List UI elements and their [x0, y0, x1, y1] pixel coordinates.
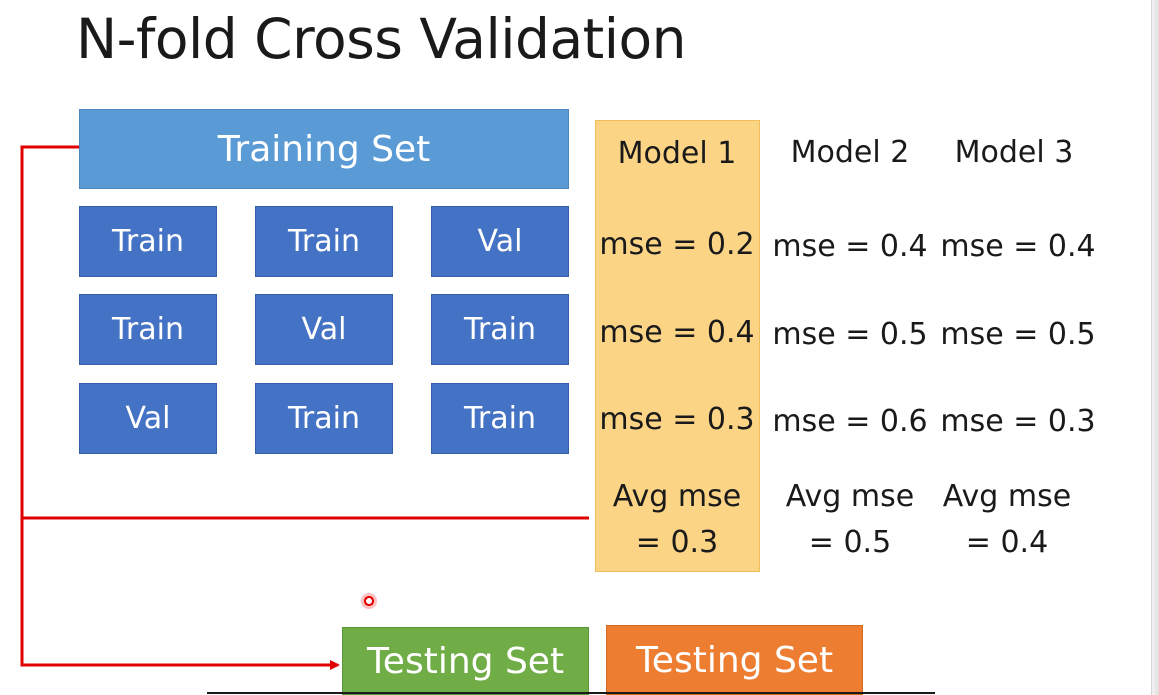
model-2-header: Model 2	[790, 135, 910, 170]
model-3-header: Model 3	[954, 135, 1074, 170]
testing-set-box-green: Testing Set	[342, 627, 589, 695]
slide-title: N-fold Cross Validation	[76, 7, 687, 71]
fold-2-part-1: Train	[79, 294, 217, 365]
fold-3-part-2: Train	[255, 383, 393, 454]
model-3-mse-fold-3: mse = 0.3	[940, 404, 1096, 439]
model-3-avg-mse-value: = 0.4	[965, 525, 1049, 560]
fold-1-part-2: Train	[255, 206, 393, 277]
model-3-avg-mse-label: Avg mse	[942, 479, 1072, 514]
model-1-header: Model 1	[617, 136, 737, 171]
window-edge	[1151, 0, 1159, 695]
model-1-avg-mse-label: Avg mse	[612, 479, 742, 514]
model-2-mse-fold-2: mse = 0.5	[772, 317, 928, 352]
model-2-avg-mse-label: Avg mse	[785, 479, 915, 514]
fold-1-part-3: Val	[431, 206, 569, 277]
laser-pointer-icon	[361, 593, 377, 609]
fold-2-part-3: Train	[431, 294, 569, 365]
connector-training-to-testing	[20, 145, 340, 670]
fold-1-part-1: Train	[79, 206, 217, 277]
testing-set-box-orange: Testing Set	[606, 625, 863, 695]
model-3-mse-fold-2: mse = 0.5	[940, 317, 1096, 352]
model-1-mse-fold-3: mse = 0.3	[599, 402, 755, 437]
model-1-avg-mse-value: = 0.3	[635, 525, 719, 560]
training-set-box: Training Set	[79, 109, 569, 189]
model-2-avg-mse-value: = 0.5	[808, 525, 892, 560]
model-2-mse-fold-3: mse = 0.6	[772, 404, 928, 439]
bottom-divider	[207, 692, 935, 694]
fold-3-part-1: Val	[79, 383, 217, 454]
model-3-mse-fold-1: mse = 0.4	[940, 229, 1096, 264]
fold-2-part-2: Val	[255, 294, 393, 365]
best-model-highlight	[595, 120, 760, 572]
model-1-mse-fold-1: mse = 0.2	[599, 227, 755, 262]
model-1-mse-fold-2: mse = 0.4	[599, 315, 755, 350]
fold-3-part-3: Train	[431, 383, 569, 454]
model-2-mse-fold-1: mse = 0.4	[772, 229, 928, 264]
